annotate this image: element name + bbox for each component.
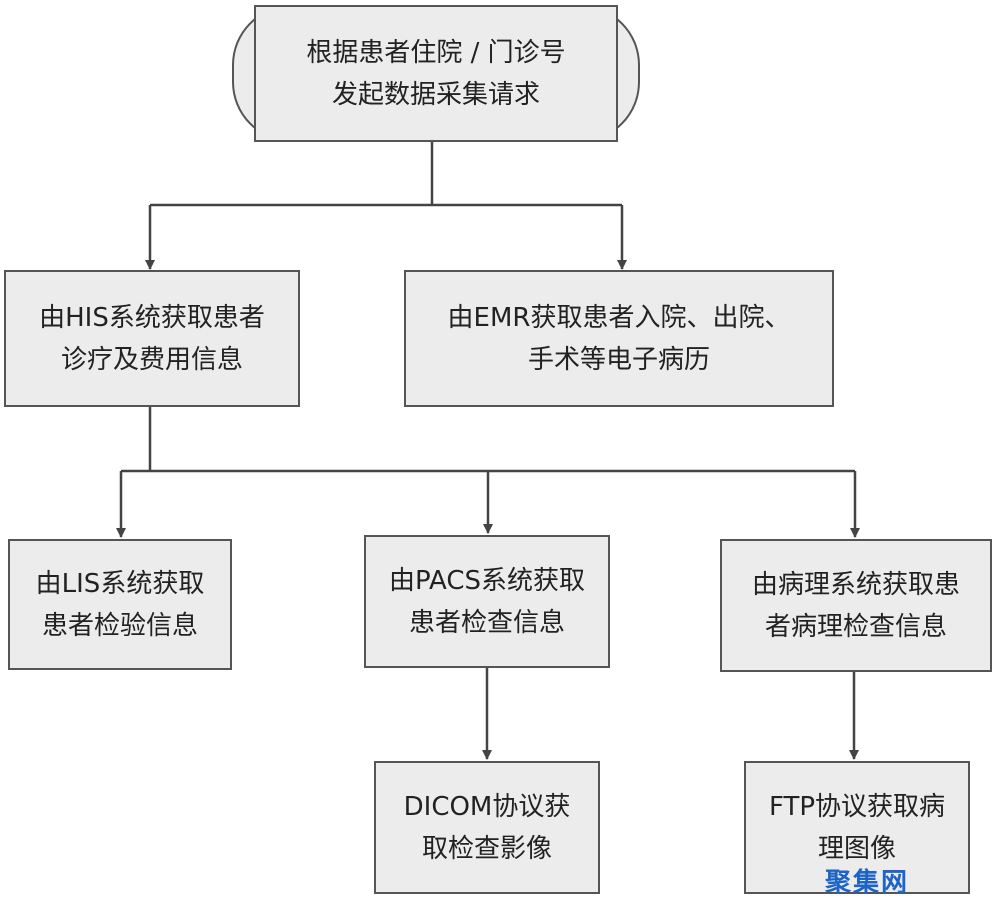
watermark: 聚集网 <box>824 867 909 898</box>
start-node-line-1: 根据患者住院 / 门诊号 <box>306 37 566 68</box>
pacs-node: 由PACS系统获取 患者检查信息 <box>364 535 610 668</box>
ftp-node-line-2: 理图像 <box>817 833 896 864</box>
emr-node: 由EMR获取患者入院、出院、 手术等电子病历 <box>404 270 834 407</box>
dicom-node: DICOM协议获 取检查影像 <box>374 761 600 894</box>
dicom-node-line-1: DICOM协议获 <box>403 791 571 822</box>
lis-node-line-1: 由LIS系统获取 <box>35 568 205 599</box>
lis-node-line-2: 患者检验信息 <box>41 610 198 641</box>
his-node: 由HIS系统获取患者 诊疗及费用信息 <box>4 270 300 407</box>
dicom-node-line-2: 取检查影像 <box>421 833 552 864</box>
emr-node-line-1: 由EMR获取患者入院、出院、 <box>447 302 791 333</box>
emr-node-line-2: 手术等电子病历 <box>527 344 710 375</box>
pacs-node-line-1: 由PACS系统获取 <box>388 565 585 596</box>
start-node: 根据患者住院 / 门诊号 发起数据采集请求 <box>254 5 618 142</box>
ftp-node: FTP协议获取病 理图像 <box>744 761 970 894</box>
his-node-line-2: 诊疗及费用信息 <box>60 344 243 375</box>
pacs-node-line-2: 患者检查信息 <box>408 607 565 638</box>
ftp-node-line-1: FTP协议获取病 <box>768 791 946 822</box>
pathology-node-line-2: 者病理检查信息 <box>764 611 947 642</box>
pathology-node: 由病理系统获取患 者病理检查信息 <box>720 539 992 672</box>
start-node-line-2: 发起数据采集请求 <box>331 79 540 110</box>
pathology-node-line-1: 由病理系统获取患 <box>751 569 960 600</box>
his-node-line-1: 由HIS系统获取患者 <box>39 302 265 333</box>
lis-node: 由LIS系统获取 患者检验信息 <box>8 539 232 670</box>
